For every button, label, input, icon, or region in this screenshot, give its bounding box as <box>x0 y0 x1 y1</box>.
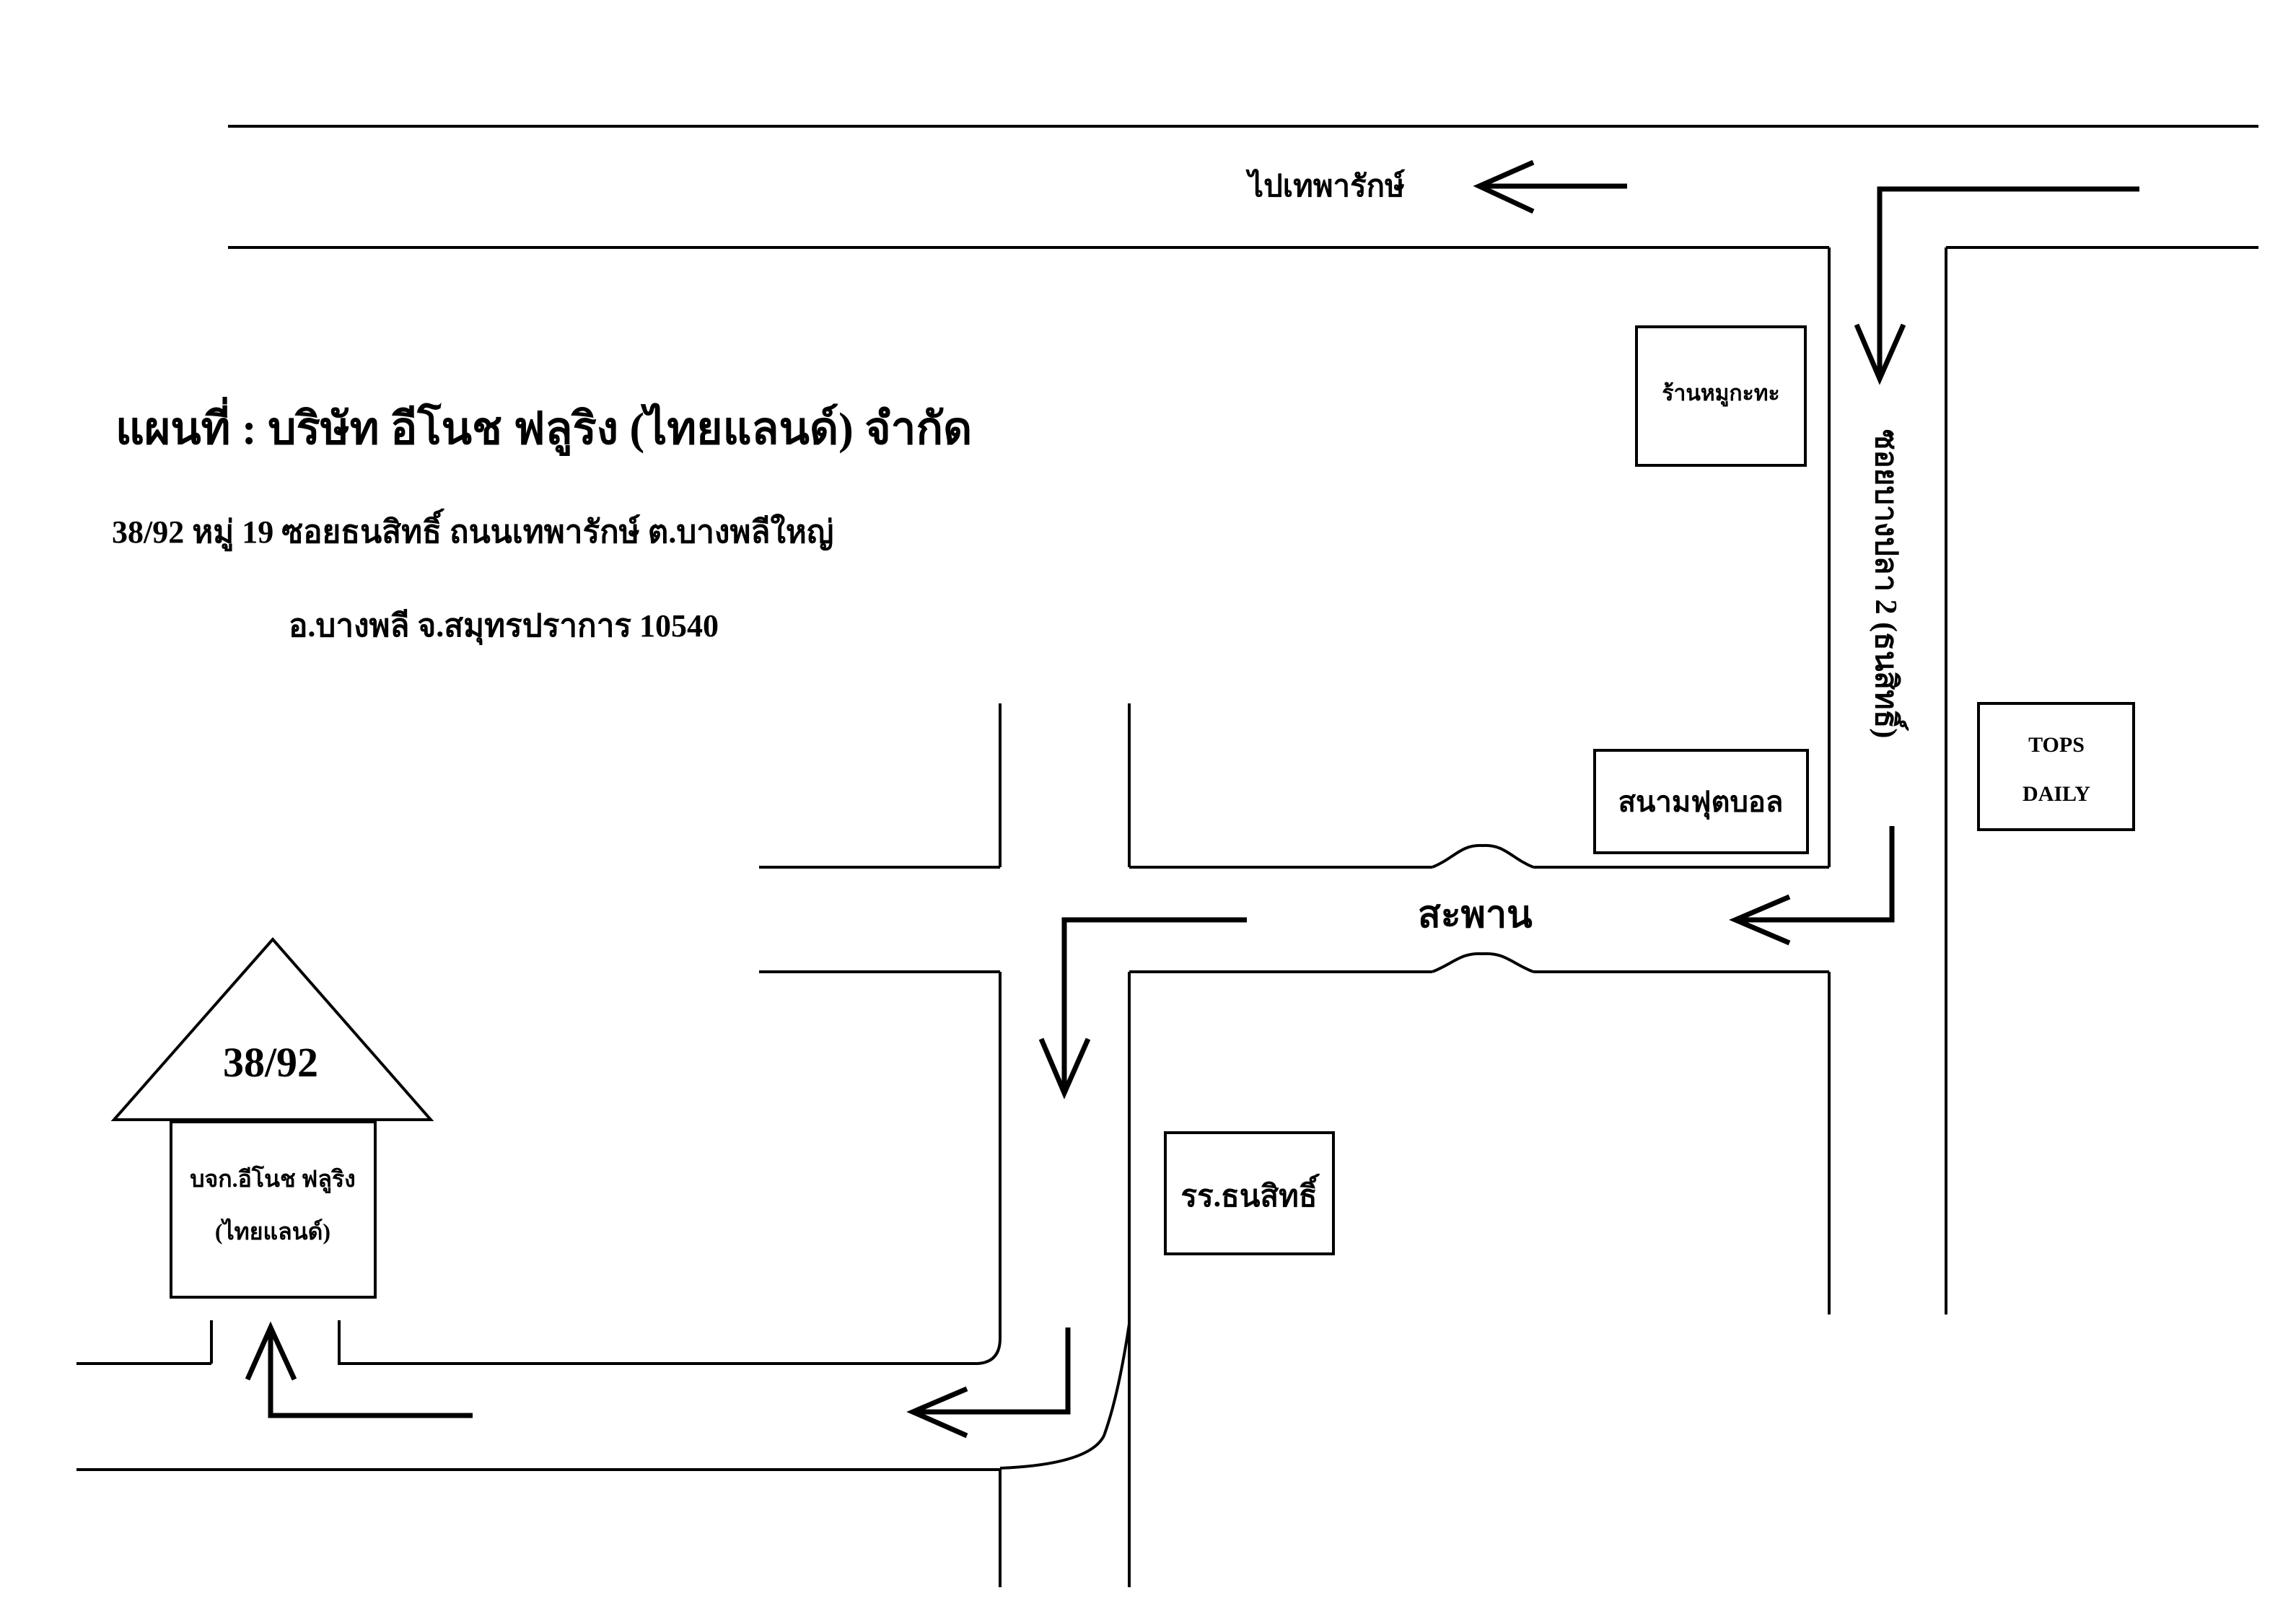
landmark-tops-daily: TOPS DAILY <box>1977 702 2135 831</box>
bridge-marker <box>1432 843 1534 973</box>
address-line-1: 38/92 หมู่ 19 ซอยธนสิทธิ์ ถนนเทพารักษ์ ต… <box>112 508 833 551</box>
label-soi: ซอยบางปลา 2 (ธนสิทธิ์) <box>1869 429 1909 738</box>
company-label-1: บจก.อีโนช ฟลูริง <box>190 1165 356 1194</box>
house-number: 38/92 <box>223 1039 318 1086</box>
landmark-tops-label-1: TOPS <box>2028 733 2085 757</box>
house-roof-icon <box>110 936 434 1121</box>
map-title: แผนที่ : บริษัท อีโนช ฟลูริง (ไทยแลนด์) … <box>115 397 972 456</box>
landmark-moo-kratha: ร้านหมูกะทะ <box>1635 325 1807 467</box>
company-road <box>76 1320 1000 1471</box>
landmark-school-label: รร.ธนสิทธิ์ <box>1181 1173 1320 1213</box>
landmark-school: รร.ธนสิทธิ์ <box>1164 1131 1335 1255</box>
landmark-moo-kratha-label: ร้านหมูกะทะ <box>1662 382 1779 407</box>
company-label-2: (ไทยแลนด์) <box>215 1218 330 1245</box>
route-arrow-icon <box>245 159 2139 1439</box>
soi-road <box>1828 247 1947 1314</box>
landmark-football-field-label: สนามฟุตบอล <box>1618 786 1784 820</box>
company-building: 38/92 บจก.อีโนช ฟลูริง (ไทยแลนด์) <box>110 936 434 1299</box>
address-line-2: อ.บางพลี จ.สมุทรปราการ 10540 <box>289 608 719 646</box>
label-bridge: สะพาน <box>1418 895 1533 936</box>
side-road <box>759 703 1829 973</box>
lower-road <box>338 972 1131 1587</box>
landmark-tops-label-2: DAILY <box>2023 782 2090 806</box>
label-to-theparak: ไปเทพารักษ์ <box>1245 168 1406 203</box>
main-road <box>228 125 2258 249</box>
landmark-football-field: สนามฟุตบอล <box>1593 749 1809 854</box>
